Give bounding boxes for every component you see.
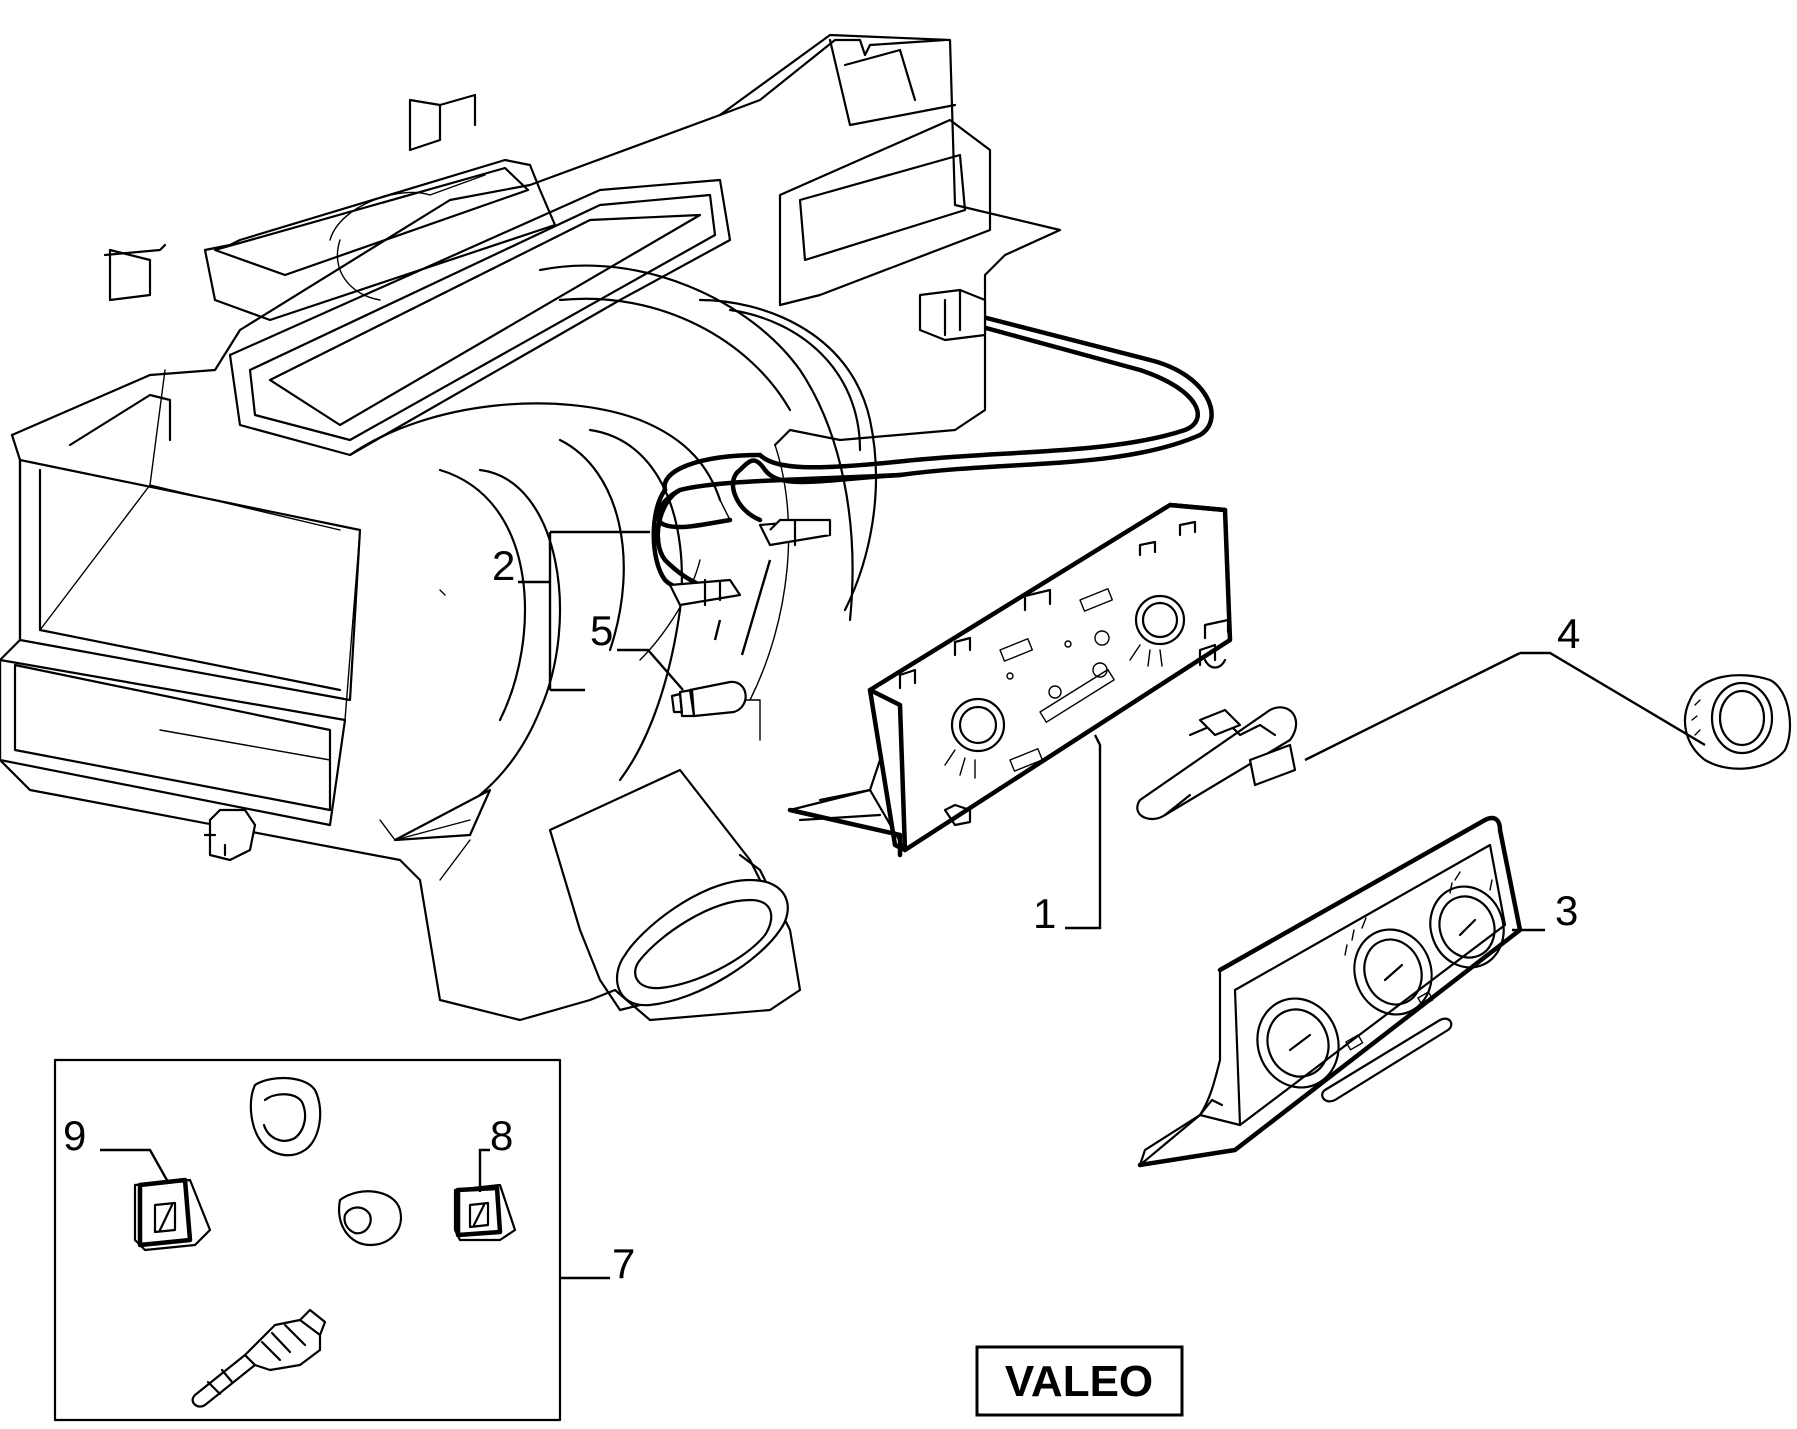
brand-label-frame	[975, 1345, 1184, 1417]
brand-label: VALEO	[1005, 1357, 1153, 1406]
callout-8: 8	[490, 1112, 513, 1159]
callout-7: 7	[612, 1240, 635, 1287]
callout-9: 9	[63, 1112, 86, 1159]
switch-drawing	[1136, 706, 1298, 821]
brand-label-box: VALEO	[975, 1345, 1184, 1417]
callout-2: 2	[492, 542, 515, 589]
callout-3: 3	[1555, 887, 1578, 934]
kit-box-frame	[53, 1058, 562, 1422]
heater-housing-drawing	[0, 33, 1062, 1022]
bulb-drawing	[670, 680, 747, 718]
callout-5: 5	[590, 607, 613, 654]
callout-4: 4	[1557, 610, 1580, 657]
knob-drawing	[1683, 674, 1792, 770]
control-panel-face-drawing	[1137, 815, 1523, 1168]
control-bracket-drawing	[787, 502, 1233, 858]
wiring-harness-drawing	[651, 288, 1214, 607]
callout-1: 1	[1033, 890, 1056, 937]
leader-lines	[100, 530, 1706, 1280]
kit-box	[53, 1058, 562, 1422]
